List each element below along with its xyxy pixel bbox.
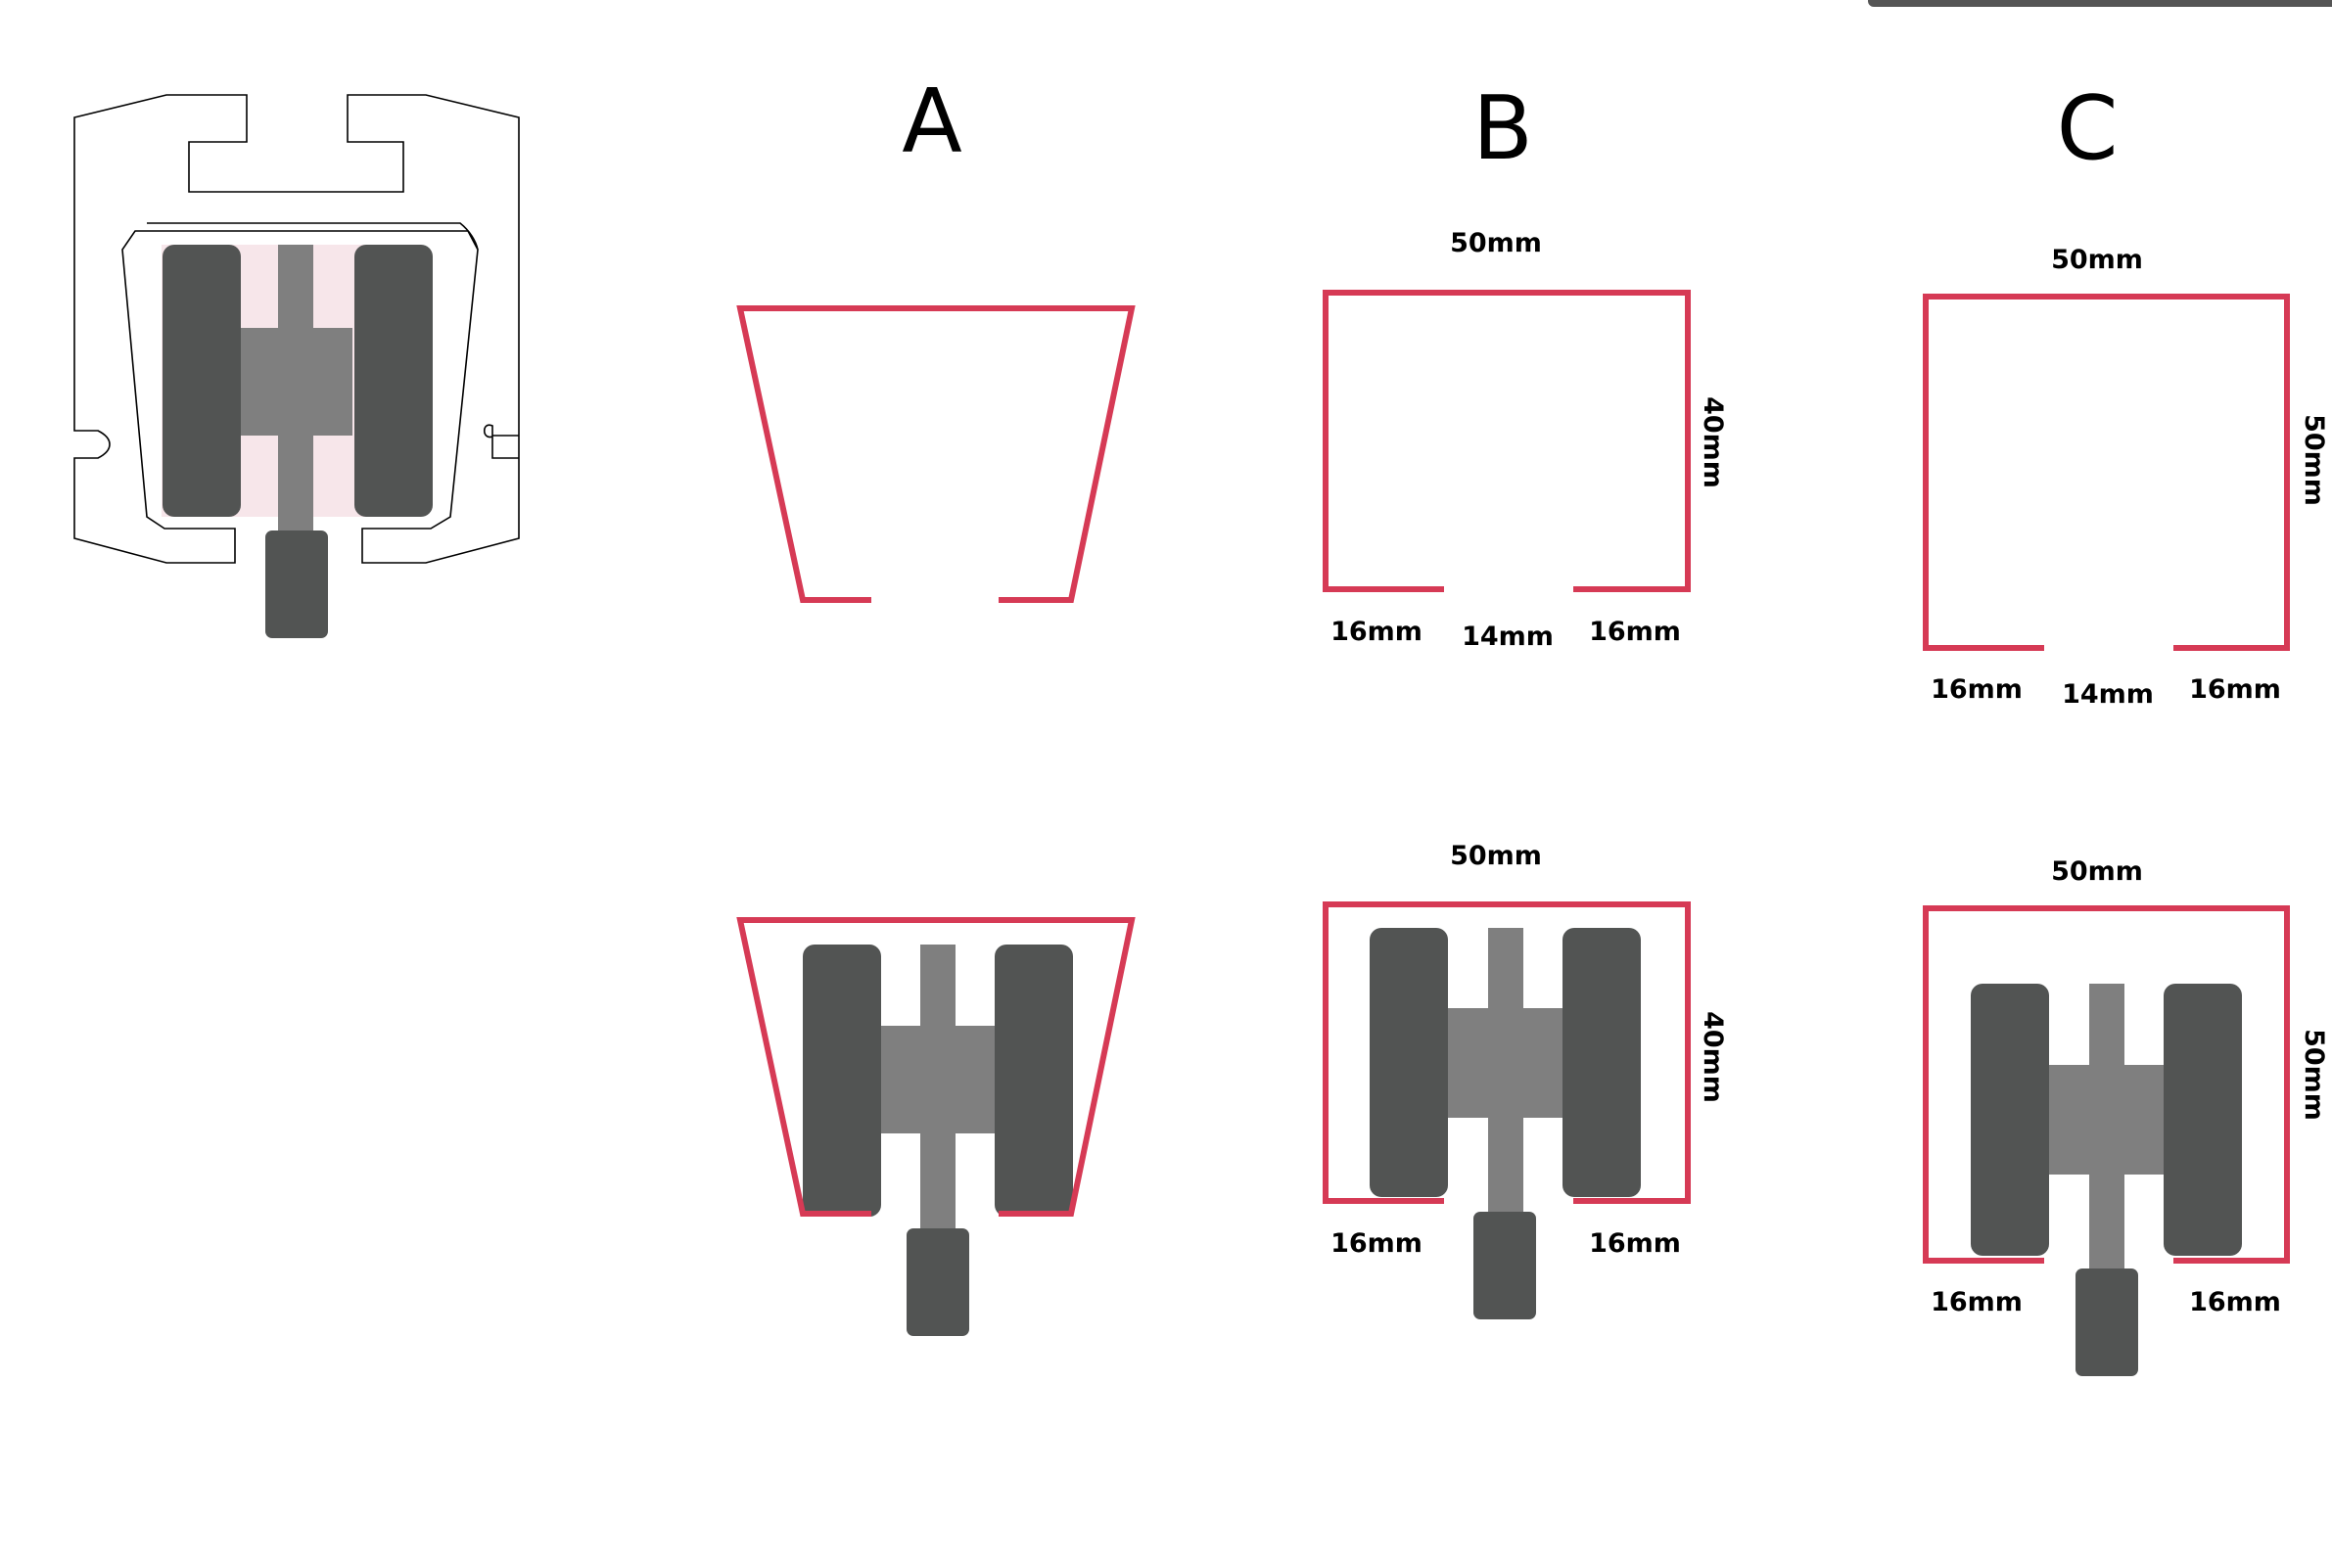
column-label-b: B — [1472, 77, 1533, 180]
profile-b-empty: 50mm 40mm 16mm 14mm 16mm — [1323, 228, 1728, 652]
trolley-a-axle — [920, 945, 956, 1233]
profile-a-with-trolley — [736, 917, 1136, 1336]
column-label-a: A — [902, 70, 962, 173]
dim-b-flange-left: 16mm — [1330, 617, 1423, 647]
dim-b-loaded-width: 50mm — [1450, 841, 1542, 871]
reference-extrusion — [73, 94, 520, 638]
dim-c-loaded-height: 50mm — [2299, 1029, 2329, 1121]
trolley-c-axle — [2089, 984, 2124, 1272]
dim-c-loaded-flange-right: 16mm — [2189, 1287, 2281, 1317]
profile-a-outline — [736, 305, 1136, 603]
trolley-a-wheel-left — [803, 945, 881, 1217]
trolley-a-wheel-right — [995, 945, 1073, 1217]
profile-a-empty — [736, 305, 1136, 603]
dim-c-height: 50mm — [2299, 414, 2329, 506]
profile-a-loaded-outline — [736, 917, 1136, 1217]
reference-wheel-right — [354, 245, 433, 517]
profile-b-with-trolley: 50mm 40mm 16mm 16mm — [1323, 841, 1728, 1319]
profile-b-outline — [1323, 290, 1691, 592]
dim-c-loaded-width: 50mm — [2051, 856, 2143, 887]
dim-b-width: 50mm — [1450, 228, 1542, 258]
trolley-b-wheel-right — [1562, 928, 1641, 1197]
trolley-c-handle — [2075, 1268, 2138, 1376]
dim-b-flange-right: 16mm — [1589, 617, 1681, 647]
profile-c-empty: 50mm 50mm 16mm 14mm 16mm — [1923, 245, 2329, 710]
dim-b-loaded-height: 40mm — [1698, 1011, 1728, 1103]
dim-b-height: 40mm — [1698, 396, 1728, 488]
trolley-c-wheel-right — [2164, 984, 2242, 1256]
toolbar-edge — [1868, 0, 2332, 7]
trolley-b-axle — [1488, 928, 1523, 1217]
trolley-b-wheel-left — [1370, 928, 1448, 1197]
dim-b-gap: 14mm — [1462, 622, 1554, 652]
reference-wheel-left — [163, 245, 241, 517]
dim-c-gap: 14mm — [2062, 679, 2154, 710]
dim-b-loaded-flange-right: 16mm — [1589, 1228, 1681, 1259]
dim-c-flange-left: 16mm — [1931, 674, 2023, 705]
reference-axle — [278, 245, 313, 533]
column-label-c: C — [2057, 77, 2119, 180]
dim-c-loaded-flange-left: 16mm — [1931, 1287, 2023, 1317]
extrusion-outline — [73, 94, 520, 564]
trolley-c-wheel-left — [1971, 984, 2049, 1256]
profile-c-with-trolley: 50mm 50mm 16mm 16mm — [1923, 856, 2329, 1376]
profile-b-loaded-outline — [1323, 901, 1691, 1204]
trolley-a-handle — [907, 1228, 969, 1336]
reference-handle — [265, 530, 328, 638]
profile-c-outline — [1923, 294, 2290, 651]
extrusion-inner-channel — [147, 222, 479, 251]
trolley-b-handle — [1473, 1212, 1536, 1319]
profile-c-loaded-outline — [1923, 905, 2290, 1264]
dim-c-width: 50mm — [2051, 245, 2143, 275]
dim-c-flange-right: 16mm — [2189, 674, 2281, 705]
dim-b-loaded-flange-left: 16mm — [1330, 1228, 1423, 1259]
